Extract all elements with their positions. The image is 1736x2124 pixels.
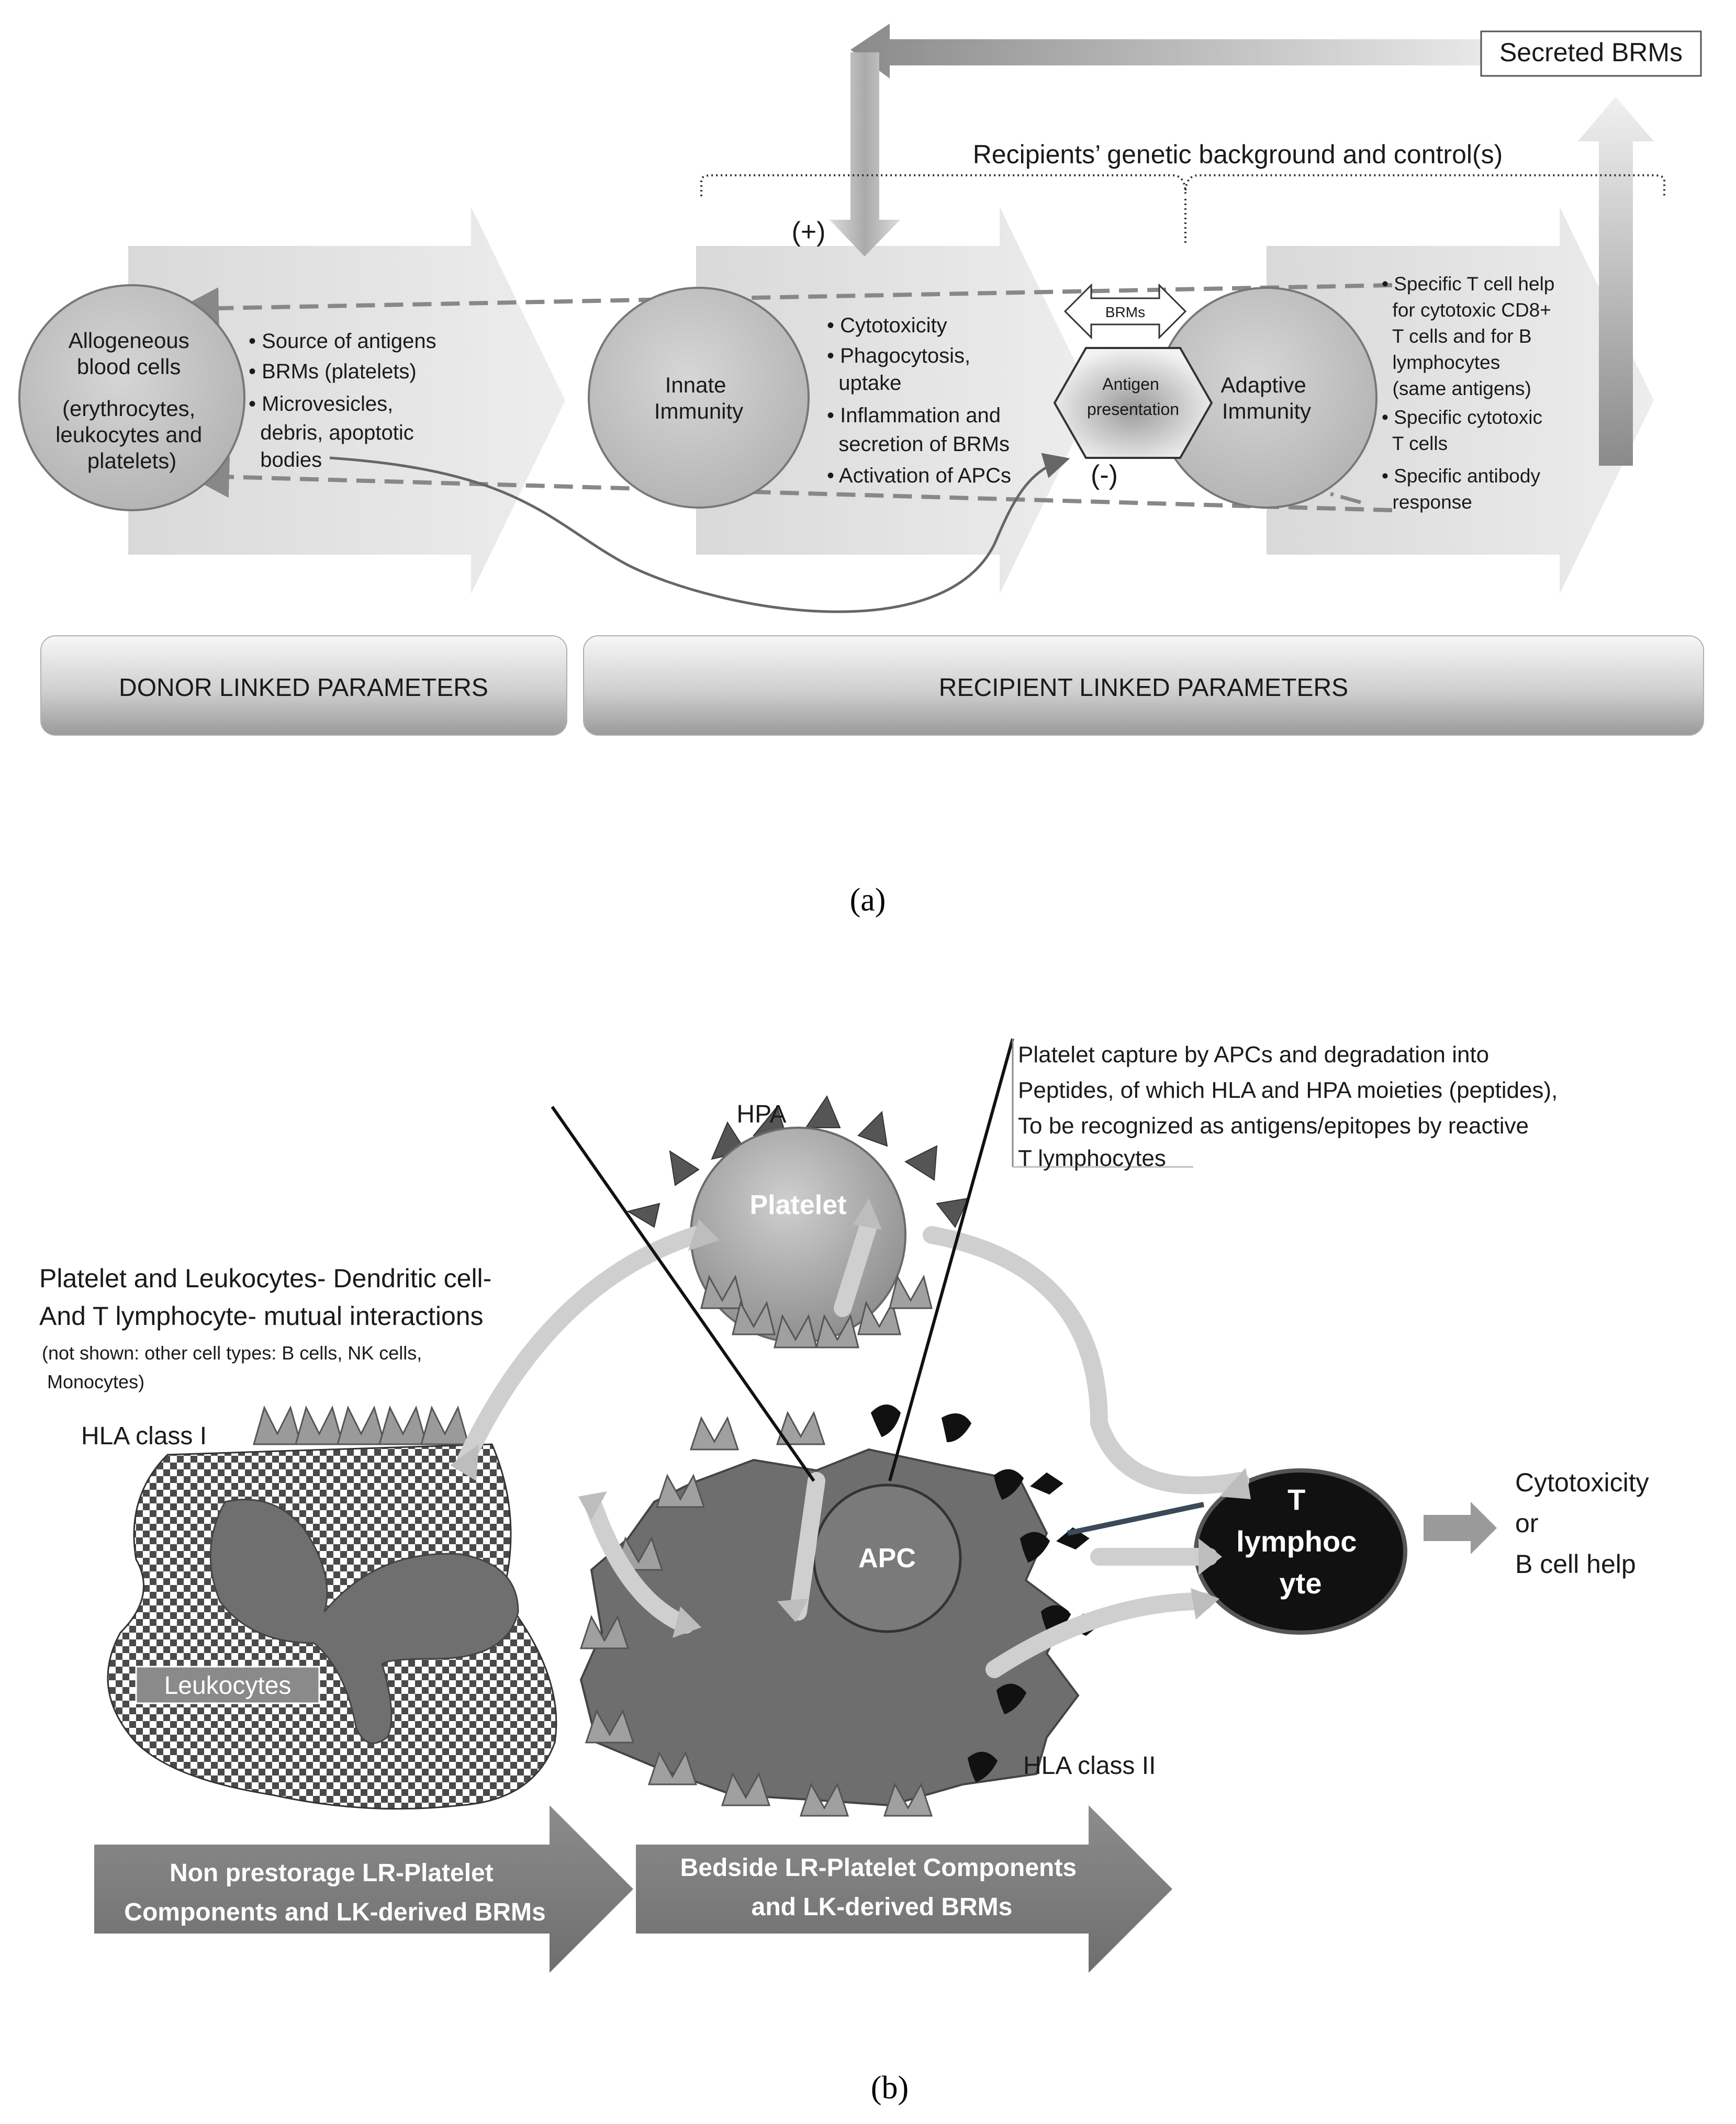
- donor-linked-bar: [40, 635, 567, 736]
- bedside-text: Bedside LR-Platelet Components and LK-de…: [680, 1854, 1084, 1921]
- leukocyte-nucleus: [209, 1499, 519, 1744]
- genetic-background-brace: [700, 174, 1665, 196]
- annotation-line-left: [551, 1106, 815, 1482]
- interaction-arrowheads: [450, 1198, 1251, 1638]
- outcome-text: Cytotoxicity or B cell help: [1515, 1468, 1656, 1579]
- donor-bullets: • Source of antigens • BRMs (platelets) …: [249, 330, 477, 471]
- hla-class-2-label: HLA class II: [1023, 1752, 1156, 1780]
- leukocytes-label: Leukocytes: [164, 1672, 292, 1700]
- hla-class-1-receptors: [253, 1405, 469, 1445]
- non-prestorage-arrow: [94, 1805, 633, 1973]
- leukocytes-label-box: [135, 1666, 320, 1704]
- t-lymphocyte-label: T lymphoc yte: [1236, 1483, 1365, 1600]
- hla-class-1-label: HLA class I: [81, 1422, 207, 1450]
- recipient-linked-bar: [583, 635, 1704, 736]
- not-shown-text: (not shown: other cell types: B cells, N…: [42, 1342, 458, 1392]
- interaction-arrows: [457, 1216, 1249, 1678]
- adaptive-text: Adaptive Immunity: [1220, 373, 1312, 423]
- panel-b: Leukocytes APC: [39, 1038, 1656, 2106]
- hpa-label: HPA: [736, 1100, 786, 1128]
- secreted-brms-box: [1480, 30, 1702, 77]
- antigen-presentation-hexagon: [1053, 347, 1213, 459]
- non-prestorage-text: Non prestorage LR-Platelet Components an…: [124, 1859, 545, 1926]
- secreted-brms-up-arrow: [1578, 97, 1654, 466]
- annotation-line-right: [888, 1038, 1014, 1481]
- innate-immunity-circle: [588, 287, 810, 509]
- curve-connector: [329, 453, 1070, 613]
- interactions-text: Platelet and Leukocytes- Dendritic cell-…: [39, 1264, 499, 1331]
- feedback-down-arrow: [830, 52, 900, 256]
- genetic-background-label: Recipients’ genetic background and contr…: [973, 140, 1503, 169]
- dashed-arrow-top: [177, 283, 1393, 330]
- antigen-presentation-text: Antigen presentation: [1087, 375, 1179, 419]
- bedside-arrow: [636, 1805, 1172, 1973]
- brms-small-label: BRMs: [1105, 304, 1145, 320]
- minus-label: (-): [1091, 460, 1118, 490]
- secreted-brms-feedback-arrow: [850, 24, 1481, 78]
- dashed-arrow-bottom: [187, 456, 1393, 512]
- apc-dendritic-cell: [579, 1448, 1080, 1807]
- adaptive-bullets: • Specific T cell help for cytotoxic CD8…: [1382, 273, 1592, 513]
- allogeneous-blood-cells-circle: [18, 284, 245, 511]
- donor-linked-label: DONOR LINKED PARAMETERS: [119, 674, 488, 702]
- caption-b: (b): [871, 2070, 909, 2106]
- secreted-brms-label: Secreted BRMs: [1499, 38, 1683, 67]
- platelet-capture-text: Platelet capture by APCs and degradation…: [1018, 1042, 1564, 1171]
- allogeneous-text: Allogeneous blood cells (erythrocytes, l…: [55, 328, 208, 473]
- platelet-bottom-receptors: [700, 1274, 933, 1348]
- brms-double-arrow: [1063, 283, 1187, 340]
- apc-surface-receptors: [579, 1411, 933, 1817]
- platelet-cell-group: Platelet HPA: [626, 1095, 969, 1348]
- adaptive-chevron-arrow: [1267, 207, 1654, 594]
- panel-a: Secreted BRMs Recipients’ genetic backgr…: [18, 24, 1704, 918]
- outcome-arrow: [1424, 1502, 1497, 1554]
- caption-a: (a): [850, 882, 886, 918]
- platelet-label: Platelet: [750, 1190, 847, 1220]
- plus-label: (+): [792, 217, 826, 247]
- innate-text: Innate Immunity: [654, 373, 743, 423]
- apc-label: APC: [858, 1543, 916, 1574]
- tcr-link: [1067, 1502, 1205, 1536]
- recipient-linked-label: RECIPIENT LINKED PARAMETERS: [939, 674, 1348, 702]
- innate-bullets: • Cytotoxicity • Phagocytosis, uptake • …: [827, 314, 1050, 487]
